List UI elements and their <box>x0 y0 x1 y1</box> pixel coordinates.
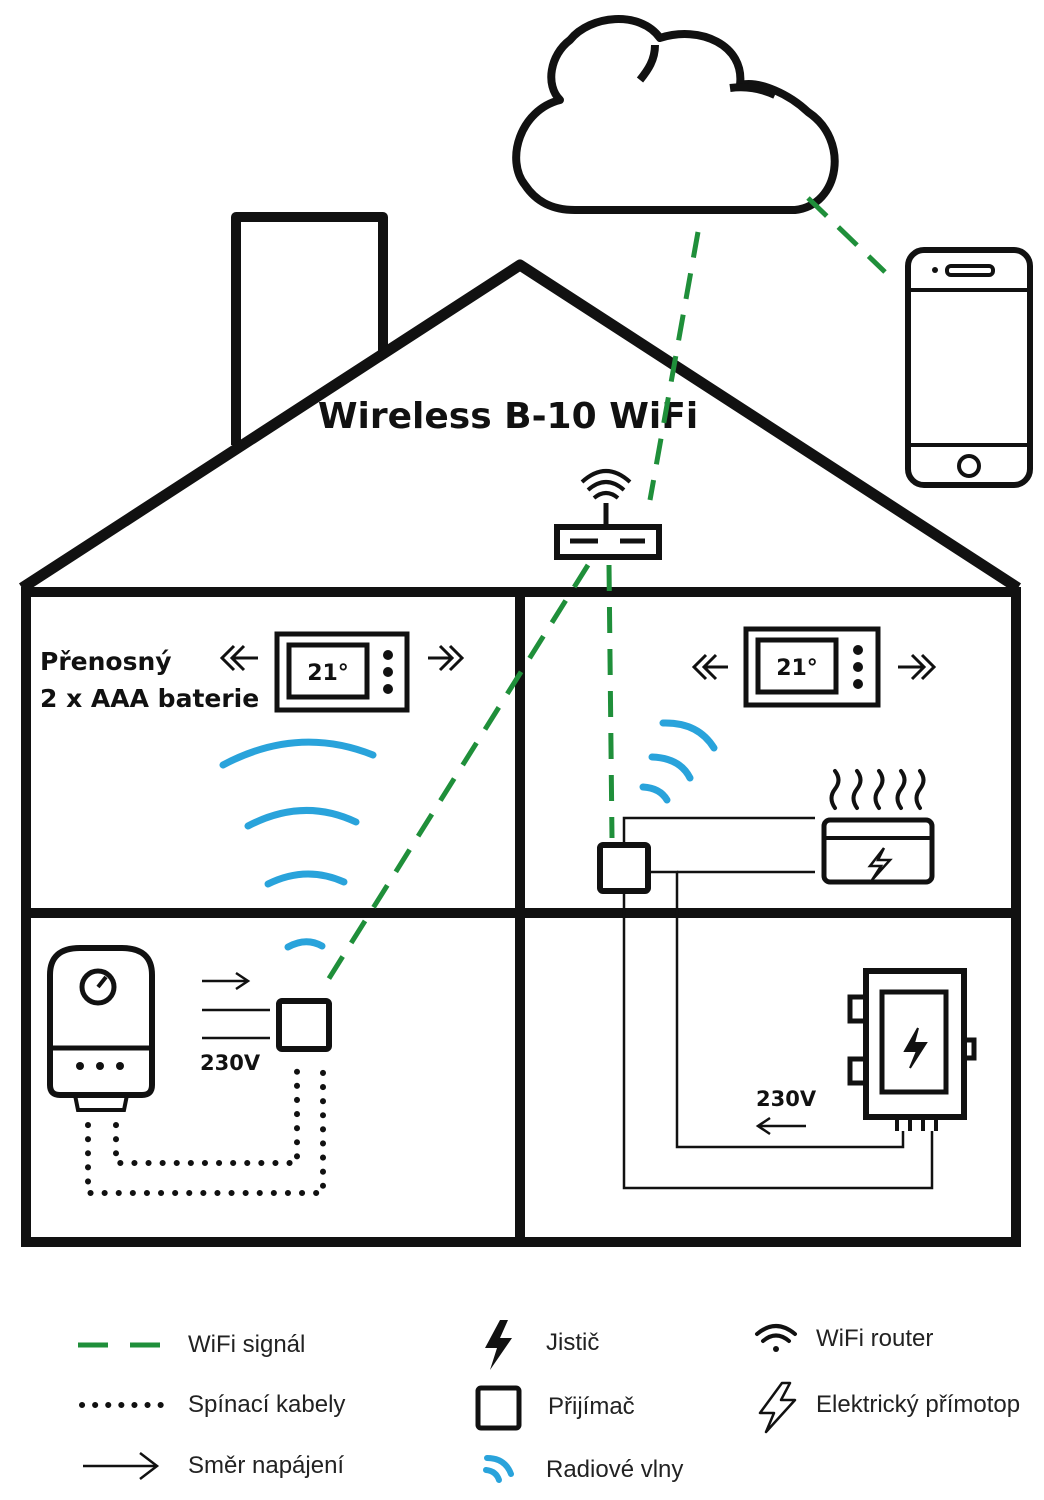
power-arrow-right <box>755 1116 806 1136</box>
legend-item-switching-cables: Spínací kabely <box>79 1391 345 1418</box>
arrow-icon <box>83 1452 160 1480</box>
heater-bolt-icon <box>758 1381 797 1434</box>
legend-label: Přijímač <box>548 1393 635 1420</box>
thermostat-right-display: 21° <box>776 656 818 681</box>
switching-cables-left <box>85 1067 326 1196</box>
wiring-right <box>622 816 934 1190</box>
house-roof <box>19 259 1021 593</box>
power-arrow-left <box>202 971 270 1040</box>
legend-label: Spínací kabely <box>188 1391 345 1418</box>
portable-label-line1: Přenosný <box>40 647 172 676</box>
move-arrows-right <box>691 653 937 681</box>
wifi-router-icon <box>554 469 662 560</box>
radio-waves-left-icon <box>219 738 377 951</box>
radio-wave-icon <box>483 1455 514 1483</box>
smartphone-icon <box>905 247 1033 488</box>
cloud-icon <box>512 15 839 214</box>
voltage-left-label: 230V <box>200 1051 261 1075</box>
chimney <box>231 212 388 445</box>
boiler-icon <box>47 945 155 1112</box>
legend: WiFi signál Spínací kabely Směr napájení… <box>78 1320 1020 1483</box>
legend-item-electric-heater: Elektrický přímotop <box>758 1381 1020 1434</box>
legend-label: Směr napájení <box>188 1452 344 1479</box>
legend-item-breaker: Jistič <box>485 1320 599 1370</box>
receiver-square-icon <box>475 1385 522 1431</box>
wifi-signal-lines <box>325 196 887 982</box>
thermostat-left-display: 21° <box>307 661 349 686</box>
electric-heater-icon <box>821 769 935 885</box>
thermostat-right-icon: 21° <box>743 626 881 708</box>
legend-label: WiFi router <box>816 1325 933 1352</box>
wifi-router-icon <box>755 1324 797 1352</box>
legend-item-receiver: Přijímač <box>475 1385 635 1431</box>
move-arrows-left <box>219 644 465 672</box>
legend-label: Jistič <box>546 1329 599 1356</box>
legend-item-wifi-router: WiFi router <box>755 1324 933 1352</box>
radio-waves-right-icon <box>639 719 718 804</box>
receiver-right-icon <box>597 842 651 894</box>
legend-item-radio-waves: Radiové vlny <box>483 1455 683 1483</box>
legend-item-power-direction: Směr napájení <box>83 1452 344 1480</box>
legend-label: Elektrický přímotop <box>816 1391 1020 1418</box>
voltage-right-label: 230V <box>756 1087 817 1111</box>
thermostat-left-icon: 21° <box>274 631 410 713</box>
portable-label-line2: 2 x AAA baterie <box>40 684 259 713</box>
circuit-breaker-icon <box>847 968 977 1131</box>
house-frame <box>21 587 1021 1247</box>
legend-item-wifi-signal: WiFi signál <box>78 1331 305 1358</box>
lightning-bolt-icon <box>485 1320 512 1370</box>
legend-label: WiFi signál <box>188 1331 305 1358</box>
receiver-left-icon <box>276 998 332 1052</box>
legend-label: Radiové vlny <box>546 1456 683 1483</box>
diagram-title: Wireless B-10 WiFi <box>318 396 698 437</box>
